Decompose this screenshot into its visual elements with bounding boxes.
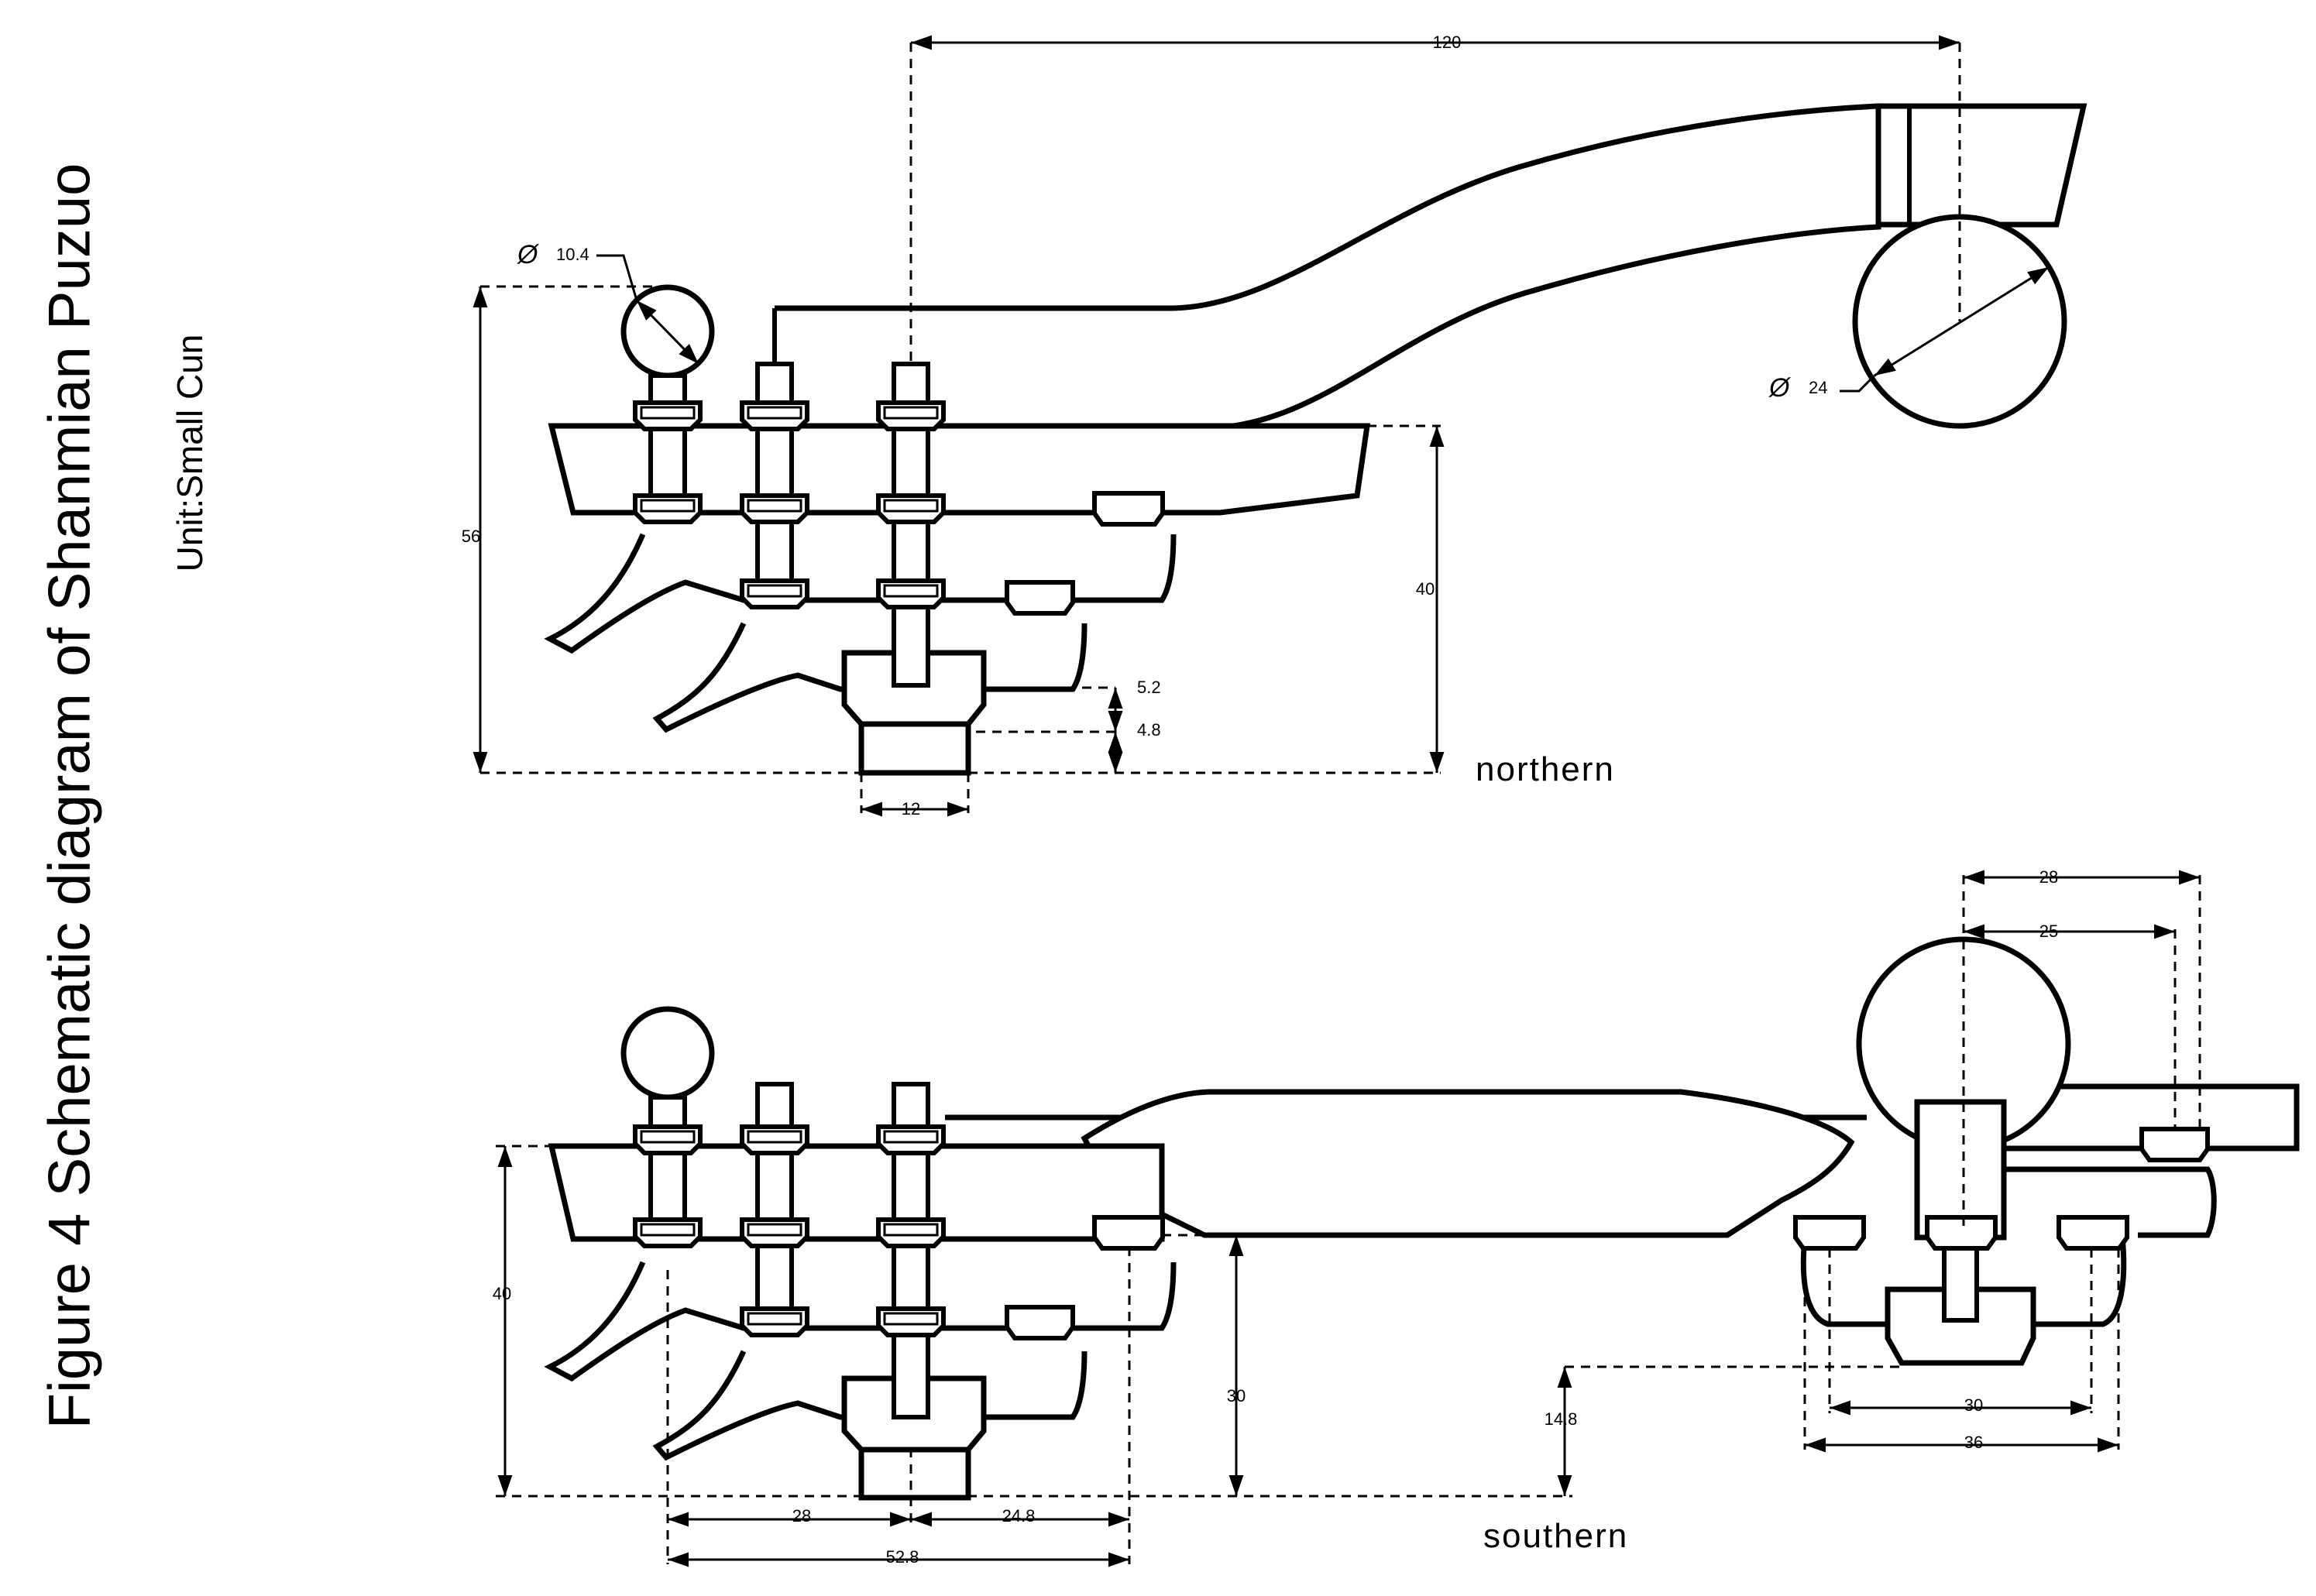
northern-tier1 <box>544 533 1177 654</box>
southern-tier2 <box>652 1350 1088 1461</box>
northern-dim-dou-top: 5.2 <box>1137 678 1161 697</box>
southern-dou-block-1 <box>633 1124 703 1155</box>
northern-label: northern <box>1476 750 1615 788</box>
northern-curved-beam <box>775 103 1881 431</box>
northern-phi-large: Ø <box>1768 373 1792 403</box>
northern-column-1 <box>648 373 687 513</box>
southern-dim-left-24-8: 24.8 <box>1002 1506 1036 1526</box>
northern-dou-block-1-inner <box>640 406 696 420</box>
northern-small-box-2 <box>1005 580 1075 616</box>
northern-beam-head <box>1875 103 2087 228</box>
northern-dou-block-7-inner <box>883 499 939 513</box>
northern-dia-small-leader <box>596 254 638 301</box>
southern-dim-height: 40 <box>493 1284 511 1303</box>
southern-dou-block-8 <box>876 1306 946 1337</box>
southern-small-box-4 <box>1793 1215 1866 1251</box>
southern-dimensions <box>496 870 2201 1567</box>
southern-crescent-beam <box>1081 1089 1855 1238</box>
northern-dim-dia-large: 24 <box>1809 378 1827 397</box>
northern-dou-block-4 <box>740 493 809 524</box>
northern-dia-large-line <box>1874 266 2050 377</box>
figure-title: Figure 4 Schematic diagram of Shanmian P… <box>36 163 103 1430</box>
northern-dou-block-2-inner <box>640 499 696 513</box>
southern-dim-right-36: 36 <box>1964 1433 1983 1452</box>
southern-dim-left-total: 52.8 <box>886 1547 919 1567</box>
southern-dou-block-5 <box>740 1306 809 1337</box>
northern-dim-span: 120 <box>1433 33 1462 52</box>
northern-dim-dou-base: 4.8 <box>1137 720 1161 740</box>
southern-right-stem <box>1942 1237 1979 1323</box>
northern-dim-lintel-base: 40 <box>1416 579 1435 599</box>
southern-dou-block-6 <box>876 1124 946 1155</box>
southern-column-1 <box>648 1095 687 1241</box>
southern-small-box-5 <box>2057 1215 2129 1251</box>
northern-tier2 <box>652 622 1088 733</box>
southern-small-box-1 <box>1092 1215 1165 1251</box>
northern-dou-block-6-inner <box>883 406 939 420</box>
southern-tier1 <box>544 1261 1177 1382</box>
southern-dou-block-2-inner <box>640 1223 696 1237</box>
northern-block-stacks <box>633 362 1165 688</box>
southern-dim-mid-height: 30 <box>1227 1386 1246 1406</box>
northern-dou-block-8 <box>876 578 946 609</box>
southern-dim-right-25: 25 <box>2039 922 2058 941</box>
northern-dia-small-line <box>635 299 700 366</box>
northern-dou-block-5 <box>740 578 809 609</box>
southern-dou-block-4-inner <box>747 1223 802 1237</box>
southern-dou-block-4 <box>740 1217 809 1248</box>
southern-right-post <box>1914 1099 2007 1241</box>
southern-dou-block-6-inner <box>883 1130 939 1144</box>
southern-dim-right-30: 30 <box>1964 1395 1983 1415</box>
northern-dou-block-5-inner <box>747 584 802 598</box>
northern-phi-small: Ø <box>517 240 540 269</box>
southern-column-base <box>858 1447 971 1501</box>
southern-small-box-3 <box>2139 1127 2210 1162</box>
southern-dou-block-1-inner <box>640 1130 696 1144</box>
northern-dia-large-leader <box>1840 374 1876 393</box>
northern-dou-block-3-inner <box>747 406 802 420</box>
northern-dou-block-2 <box>633 493 703 524</box>
northern-column-2 <box>755 362 794 602</box>
southern-dou-block-8-inner <box>883 1312 939 1326</box>
northern-elevation: northern 120 56 40 5.2 4.8 12 Ø 10.4 Ø 2… <box>462 33 2087 819</box>
northern-dou-block-3 <box>740 400 809 431</box>
southern-label: southern <box>1483 1517 1628 1555</box>
southern-dim-left-28: 28 <box>792 1506 811 1526</box>
figure-unit: Unit:Small Cun <box>170 334 210 572</box>
northern-dou-block-6 <box>876 400 946 431</box>
northern-dim-height: 56 <box>462 527 480 546</box>
southern-column-2 <box>755 1082 794 1330</box>
southern-dou-block-3 <box>740 1124 809 1155</box>
northern-dou-block-7 <box>876 493 946 524</box>
southern-small-box-6 <box>1925 1215 1998 1251</box>
southern-dou-block-5-inner <box>747 1312 802 1326</box>
southern-small-box-2 <box>1005 1305 1075 1340</box>
northern-column-base <box>858 721 971 776</box>
southern-right-cap <box>1885 1286 2036 1366</box>
southern-dim-right-28: 28 <box>2039 867 2058 887</box>
northern-dou-block-4-inner <box>747 499 802 513</box>
northern-dimensions <box>472 35 2050 817</box>
southern-dou-block-3-inner <box>747 1130 802 1144</box>
southern-dim-right-height: 14.8 <box>1545 1409 1578 1429</box>
southern-small-purlin <box>620 1006 715 1100</box>
northern-dim-dia-small: 10.4 <box>556 245 589 264</box>
northern-dou-block-8-inner <box>883 584 939 598</box>
southern-right-arm-upper <box>2006 1166 2217 1238</box>
southern-dou-block-2 <box>633 1217 703 1248</box>
southern-dou-block-7 <box>876 1217 946 1248</box>
northern-small-box-1 <box>1092 491 1165 527</box>
northern-dim-dou-width: 12 <box>902 799 920 819</box>
southern-elevation: southern 40 30 14.8 28 24.8 52.8 28 25 3… <box>493 867 2300 1567</box>
southern-dou-block-7-inner <box>883 1223 939 1237</box>
northern-dou-block-1 <box>633 400 703 431</box>
